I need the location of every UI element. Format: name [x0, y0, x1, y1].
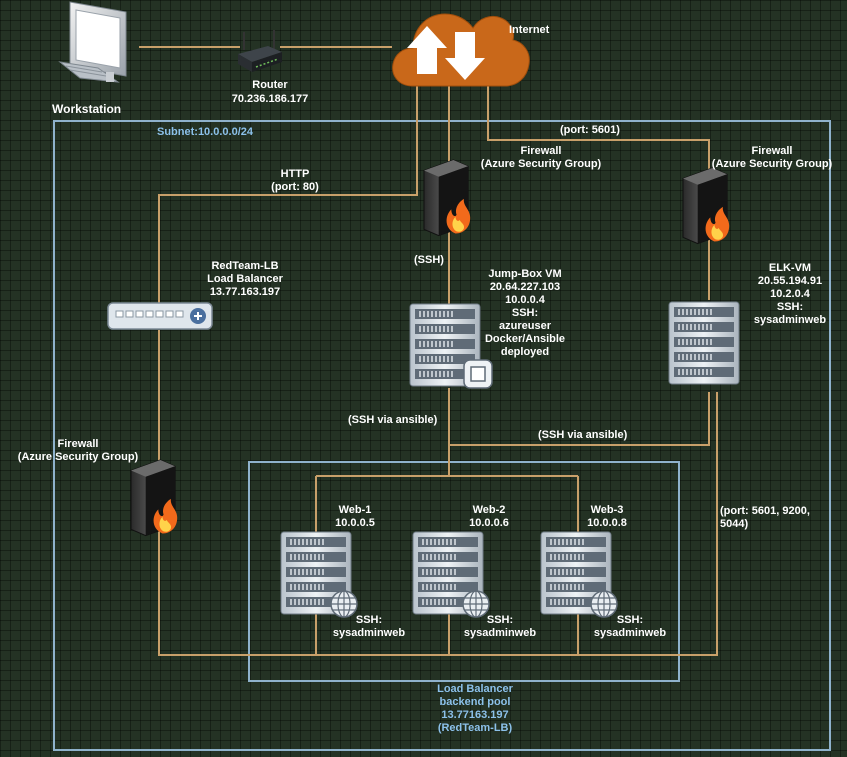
load-balancer-label: RedTeam-LB Load Balancer 13.77.163.197	[207, 260, 283, 298]
firewall-left-label: Firewall (Azure Security Group)	[17, 438, 139, 463]
web3-label: Web-3 10.0.0.8	[587, 504, 627, 529]
backend-pool-boundary	[248, 461, 680, 682]
web1-label: Web-1 10.0.0.5	[335, 504, 375, 529]
edge-label-ssh-ansible-right: (SSH via ansible)	[538, 429, 628, 441]
workstation-label: Workstation	[52, 102, 122, 116]
link-internet-lb	[158, 85, 418, 303]
server-icon	[409, 303, 493, 389]
edge-label-port-5601: (port: 5601)	[560, 124, 620, 136]
subnet-boundary	[53, 120, 831, 751]
cloud-icon	[392, 13, 530, 87]
router-label: Router	[252, 79, 288, 91]
web3-ssh-label: SSH: sysadminweb	[593, 614, 667, 639]
firewall-icon	[130, 459, 178, 537]
web-server-icon	[280, 531, 358, 618]
edge-label-elk-ports: (port: 5601, 9200, 5044)	[720, 505, 810, 530]
jumpbox-label: Jump-Box VM 20.64.227.103 10.0.0.4 SSH: …	[484, 268, 566, 358]
internet-label: Internet	[509, 24, 550, 36]
web2-ssh-label: SSH: sysadminweb	[463, 614, 537, 639]
router-ip: 70.236.186.177	[231, 93, 309, 105]
web1-ssh-label: SSH: sysadminweb	[332, 614, 406, 639]
router-icon	[238, 30, 282, 72]
firewall-icon	[423, 159, 471, 237]
subnet-label: Subnet:10.0.0.0/24	[157, 126, 253, 138]
workstation-icon	[58, 1, 127, 83]
link-jumpbox-elk	[449, 392, 710, 446]
server-icon	[668, 301, 740, 385]
backend-pool-label: Load Balancer backend pool 13.77163.197 …	[437, 683, 513, 734]
elk-label: ELK-VM 20.55.194.91 10.2.0.4 SSH: sysadm…	[753, 262, 827, 326]
connection-lines	[139, 46, 718, 656]
edge-label-ssh-ansible-left: (SSH via ansible)	[348, 414, 438, 426]
edge-label-ssh: (SSH)	[414, 254, 444, 266]
link-firewall-bottom	[158, 392, 718, 656]
web2-label: Web-2 10.0.0.6	[469, 504, 509, 529]
web-server-icon	[540, 531, 618, 618]
load-balancer-icon	[107, 302, 213, 330]
link-web-drops	[315, 610, 579, 655]
firewall-right-label: Firewall (Azure Security Group)	[711, 145, 833, 170]
firewall-icon	[682, 167, 730, 245]
edge-label-http: HTTP (port: 80)	[271, 168, 319, 193]
firewall-top-label: Firewall (Azure Security Group)	[480, 145, 602, 170]
web-server-icon	[412, 531, 490, 618]
